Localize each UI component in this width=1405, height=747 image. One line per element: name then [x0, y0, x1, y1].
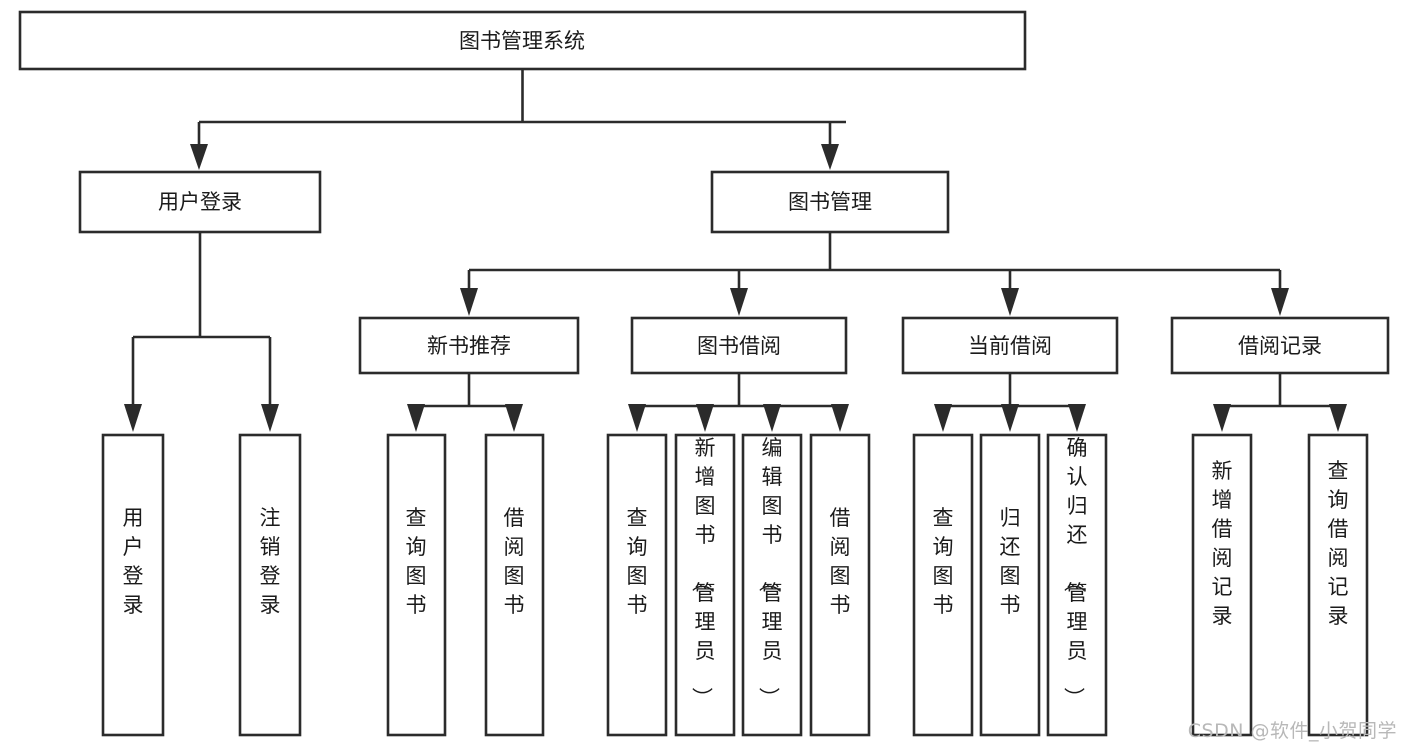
node-leaf-borrow-book-2[interactable]: 借阅图书 [809, 433, 871, 737]
arrow-head-new-book-recommend [460, 288, 478, 316]
arrow-head-leaf-add-record [1213, 404, 1231, 432]
node-current-borrow-label: 当前借阅 [968, 334, 1052, 358]
node-leaf-user-logout[interactable]: 注销登录 [238, 433, 302, 737]
node-borrow-record[interactable]: 借阅记录 [1170, 316, 1390, 375]
node-leaf-query-book-3-box[interactable] [912, 433, 974, 737]
node-leaf-query-record-box[interactable] [1307, 433, 1369, 737]
arrow-head-leaf-edit-book [763, 404, 781, 432]
node-leaf-user-logout-box[interactable] [238, 433, 302, 737]
node-leaf-query-book-2[interactable]: 查询图书 [606, 433, 668, 737]
arrow-head-leaf-query-book-1 [407, 404, 425, 432]
node-leaf-confirm-return-label: 确认归还（管理员） [1062, 436, 1088, 708]
node-book-borrow[interactable]: 图书借阅 [630, 316, 848, 375]
arrow-head-book-borrow [730, 288, 748, 316]
node-leaf-query-book-2-label: 查询图书 [627, 506, 648, 617]
node-leaf-query-record[interactable]: 查询借阅记录 [1307, 433, 1369, 737]
node-book-manage[interactable]: 图书管理 [710, 170, 950, 234]
node-leaf-user-login-box[interactable] [101, 433, 165, 737]
node-leaf-edit-book-box[interactable] [741, 433, 803, 737]
connector-new-book-recommend-to-leaves [407, 373, 523, 432]
node-leaf-query-record-label: 查询借阅记录 [1328, 459, 1349, 628]
connector-book-manage-to-level3 [460, 232, 1289, 316]
node-leaf-edit-book[interactable]: 编辑图书（管理员） [741, 433, 803, 737]
node-leaf-add-book-box[interactable] [674, 433, 736, 737]
node-leaf-query-book-3[interactable]: 查询图书 [912, 433, 974, 737]
node-new-book-recommend-label: 新书推荐 [427, 334, 511, 358]
node-leaf-query-book-1-label: 查询图书 [406, 506, 427, 617]
node-leaf-user-login[interactable]: 用户登录 [101, 433, 165, 737]
arrow-head-leaf-query-book-3 [934, 404, 952, 432]
arrow-head-leaf-borrow-book-1 [505, 404, 523, 432]
node-root[interactable]: 图书管理系统 [18, 10, 1027, 71]
node-borrow-record-box[interactable] [1170, 316, 1390, 375]
arrow-head-user-login [190, 144, 208, 170]
node-borrow-record-label: 借阅记录 [1238, 334, 1322, 358]
connector-user-login-to-leaves [124, 232, 279, 432]
arrow-head-leaf-user-login [124, 404, 142, 432]
node-leaf-return-book-label: 归还图书 [1000, 506, 1021, 617]
node-leaf-borrow-book-1[interactable]: 借阅图书 [484, 433, 545, 737]
arrow-head-leaf-add-book [696, 404, 714, 432]
node-leaf-query-book-1-box[interactable] [386, 433, 447, 737]
node-leaf-add-record-label: 新增借阅记录 [1212, 459, 1233, 628]
arrow-head-borrow-record [1271, 288, 1289, 316]
connector-current-borrow-to-leaves [934, 373, 1086, 432]
arrow-head-leaf-confirm-return [1068, 404, 1086, 432]
node-book-borrow-label: 图书借阅 [697, 334, 781, 358]
node-leaf-borrow-book-1-box[interactable] [484, 433, 545, 737]
node-leaf-add-record-box[interactable] [1191, 433, 1253, 737]
arrow-head-leaf-query-book-2 [628, 404, 646, 432]
node-leaf-confirm-return-box[interactable] [1046, 433, 1108, 737]
node-root-label: 图书管理系统 [459, 29, 585, 53]
node-leaf-add-record[interactable]: 新增借阅记录 [1191, 433, 1253, 737]
node-user-login-label: 用户登录 [158, 190, 242, 214]
node-current-borrow-box[interactable] [901, 316, 1119, 375]
node-book-manage-label: 图书管理 [788, 190, 872, 214]
node-leaf-query-book-2-box[interactable] [606, 433, 668, 737]
arrow-head-leaf-user-logout [261, 404, 279, 432]
node-leaf-borrow-book-2-box[interactable] [809, 433, 871, 737]
node-leaf-add-book[interactable]: 新增图书（管理员） [674, 433, 736, 737]
node-user-login[interactable]: 用户登录 [78, 170, 322, 234]
node-leaf-confirm-return[interactable]: 确认归还（管理员） [1046, 433, 1108, 737]
node-book-borrow-box[interactable] [630, 316, 848, 375]
node-leaf-query-book-3-label: 查询图书 [933, 506, 954, 617]
node-leaf-borrow-book-1-label: 借阅图书 [504, 506, 525, 617]
arrow-head-current-borrow [1001, 288, 1019, 316]
arrow-head-book-manage [821, 144, 839, 170]
node-current-borrow[interactable]: 当前借阅 [901, 316, 1119, 375]
connector-root-to-level2 [190, 69, 846, 170]
arrow-head-leaf-borrow-book-2 [831, 404, 849, 432]
arrow-head-leaf-query-record [1329, 404, 1347, 432]
node-leaf-add-book-label: 新增图书（管理员） [690, 436, 716, 708]
connector-borrow-record-to-leaves [1213, 373, 1347, 432]
node-root-box[interactable] [18, 10, 1027, 71]
node-leaf-return-book[interactable]: 归还图书 [979, 433, 1041, 737]
node-leaf-user-login-label: 用户登录 [123, 506, 144, 617]
node-new-book-recommend-box[interactable] [358, 316, 580, 375]
arrow-head-leaf-return-book [1001, 404, 1019, 432]
node-leaf-borrow-book-2-label: 借阅图书 [830, 506, 851, 617]
connector-book-borrow-to-leaves [628, 373, 849, 432]
node-new-book-recommend[interactable]: 新书推荐 [358, 316, 580, 375]
node-book-manage-box[interactable] [710, 170, 950, 234]
node-leaf-return-book-box[interactable] [979, 433, 1041, 737]
csdn-watermark: CSDN @软件_小贺同学 [1187, 720, 1397, 742]
node-leaf-query-book-1[interactable]: 查询图书 [386, 433, 447, 737]
node-leaf-edit-book-label: 编辑图书（管理员） [757, 436, 783, 708]
node-leaf-user-logout-label: 注销登录 [260, 506, 281, 617]
